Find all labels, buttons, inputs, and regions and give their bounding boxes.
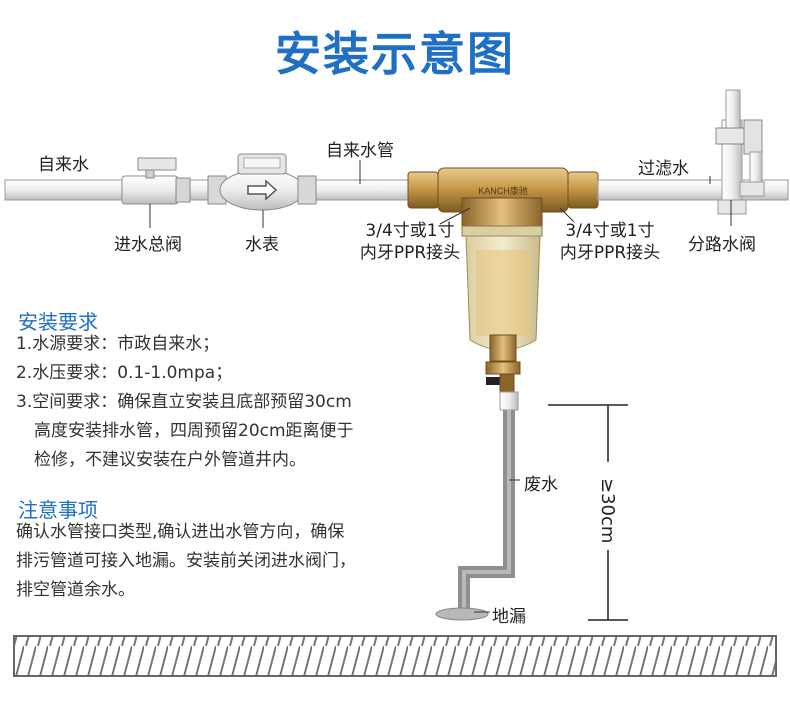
requirement-line: 高度安装排水管，四周预留20cm距离便于 <box>34 421 354 441</box>
label-main-valve: 进水总阀 <box>114 235 182 255</box>
height-dimension <box>548 404 628 621</box>
floor-drain-icon <box>435 607 489 621</box>
outlet-joint-line1: 3/4寸或1寸 <box>565 221 655 241</box>
outlet-joint-line2: 内牙PPR接头 <box>559 243 661 263</box>
requirements-heading: 安装要求 <box>18 310 98 334</box>
requirement-line: 1.水源要求：市政自来水； <box>16 334 220 354</box>
label-tap-water: 自来水 <box>38 155 89 175</box>
label-outlet-joint: 3/4寸或1寸 内牙PPR接头 <box>554 220 666 264</box>
page-title: 安装示意图 <box>275 27 515 81</box>
label-tap-pipe: 自来水管 <box>326 141 394 161</box>
water-meter-icon <box>207 153 317 211</box>
label-branch-valve: 分路水阀 <box>688 235 756 255</box>
notes-heading: 注意事项 <box>18 498 98 522</box>
branch-valve-icon <box>715 89 765 215</box>
label-waste-water: 废水 <box>524 475 558 495</box>
requirement-line: 2.水压要求：0.1-1.0mpa； <box>16 363 233 383</box>
drain-pipe <box>458 410 515 610</box>
requirements-list: 1.水源要求：市政自来水； 2.水压要求：0.1-1.0mpa； 3.空间要求：… <box>16 330 354 475</box>
label-filtered-water: 过滤水 <box>638 159 689 179</box>
requirement-line: 检修，不建议安装在户外管道井内。 <box>34 450 306 470</box>
label-height: ≥30cm <box>597 478 618 544</box>
inlet-joint-line2: 内牙PPR接头 <box>359 243 461 263</box>
notes-text: 确认水管接口类型,确认进出水管方向，确保 排污管道可接入地漏。安装前关闭进水阀门… <box>16 518 356 605</box>
label-inlet-joint: 3/4寸或1寸 内牙PPR接头 <box>354 220 466 264</box>
inlet-joint-line1: 3/4寸或1寸 <box>365 221 455 241</box>
requirement-line: 3.空间要求：确保直立安装且底部预留30cm <box>16 392 352 412</box>
note-line: 排空管道余水。 <box>16 580 135 600</box>
note-line: 确认水管接口类型,确认进出水管方向，确保 <box>16 522 345 542</box>
main-valve-icon <box>121 157 191 205</box>
note-line: 排污管道可接入地漏。安装前关闭进水阀门， <box>16 551 356 571</box>
filter-head: KANCH康驰 <box>407 167 599 237</box>
brand-label: KANCH康驰 <box>478 185 528 196</box>
filter-bowl <box>465 235 541 411</box>
label-water-meter: 水表 <box>245 235 279 255</box>
ground <box>13 635 777 677</box>
label-floor-drain: 地漏 <box>492 607 526 627</box>
